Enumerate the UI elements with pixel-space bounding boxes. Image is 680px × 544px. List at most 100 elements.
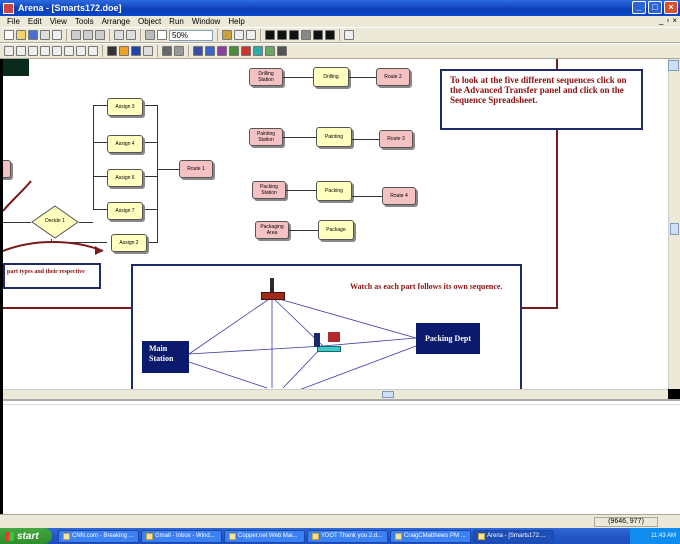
queue-icon[interactable] [193, 46, 203, 56]
doc-restore-icon[interactable]: ▫ [666, 16, 670, 25]
decide-module-shape[interactable] [31, 205, 79, 239]
menu-view[interactable]: View [49, 17, 67, 26]
spreadsheet-panel[interactable] [3, 399, 680, 514]
menu-tools[interactable]: Tools [74, 17, 94, 26]
model-canvas[interactable]: Decide 1 Assign 3 Assign 4 Assign 6 Assi… [3, 59, 668, 389]
text-color-icon[interactable] [131, 46, 141, 56]
station-module[interactable]: Packaging Area [255, 221, 289, 239]
horizontal-scrollbar[interactable] [3, 389, 668, 399]
process-module[interactable]: Painting [316, 127, 352, 147]
cut-icon[interactable] [71, 30, 81, 40]
process-module[interactable]: Packing [316, 181, 352, 201]
vertical-scroll-thumb[interactable] [670, 223, 679, 235]
line-style-icon[interactable] [174, 46, 184, 56]
route-module[interactable]: Route 2 [376, 68, 410, 86]
standard-toolbar: 50% [0, 27, 680, 43]
horizontal-scroll-thumb[interactable] [382, 391, 394, 398]
process-module[interactable]: Package [318, 220, 354, 240]
run-fast-forward-icon[interactable] [289, 30, 299, 40]
menu-run[interactable]: Run [169, 17, 184, 26]
window-background-icon[interactable] [143, 46, 153, 56]
taskbar-item[interactable]: Gmail - Inbox - Wind... [141, 529, 222, 543]
menu-file[interactable]: File [7, 17, 20, 26]
taskbar-item[interactable]: CraigCMatthews PM ... [390, 529, 471, 543]
vertical-scrollbar[interactable] [668, 59, 680, 389]
close-button[interactable]: × [664, 1, 678, 14]
route-module[interactable]: Route 4 [382, 187, 416, 205]
run-pause-icon[interactable] [301, 30, 311, 40]
assign-module[interactable]: Assign 2 [111, 234, 147, 252]
paste-icon[interactable] [95, 30, 105, 40]
copy-icon[interactable] [83, 30, 93, 40]
taskbar-item[interactable]: Copper.net Web Mai... [224, 529, 305, 543]
taskbar-item-active[interactable]: Arena - [Smarts172.... [473, 529, 554, 543]
zoom-icon[interactable] [157, 30, 167, 40]
polyline-icon[interactable] [16, 46, 26, 56]
pointer-icon[interactable] [234, 30, 244, 40]
window-title: Arena - [Smarts172.doe] [18, 3, 122, 13]
assign-module[interactable]: Assign 6 [107, 169, 143, 187]
variable-icon[interactable] [217, 46, 227, 56]
route-module[interactable]: Route 3 [379, 130, 413, 148]
browser-icon [229, 532, 236, 540]
arc-icon[interactable] [28, 46, 38, 56]
assign-module[interactable]: Assign 4 [107, 135, 143, 153]
station-module[interactable]: Drilling Station [249, 68, 283, 86]
resource-icon[interactable] [205, 46, 215, 56]
clock-icon[interactable] [229, 46, 239, 56]
station-module[interactable]: Packing Station [252, 181, 286, 199]
route-icon[interactable] [277, 46, 287, 56]
line-width-icon[interactable] [162, 46, 172, 56]
open-icon[interactable] [16, 30, 26, 40]
window-icon[interactable] [145, 30, 155, 40]
run-go-icon[interactable] [265, 30, 275, 40]
menu-edit[interactable]: Edit [27, 17, 42, 26]
line-icon[interactable] [4, 46, 14, 56]
menu-window[interactable]: Window [191, 17, 221, 26]
worker-icon [314, 333, 320, 347]
taskbar-item[interactable]: YDOT Thank you 2.d... [307, 529, 388, 543]
run-step-icon[interactable] [277, 30, 287, 40]
assign-module[interactable]: Assign 3 [107, 98, 143, 116]
help-pointer-icon[interactable] [344, 30, 354, 40]
maximize-button[interactable]: □ [648, 1, 662, 14]
undo-icon[interactable] [114, 30, 124, 40]
menu-object[interactable]: Object [138, 17, 162, 26]
redo-icon[interactable] [126, 30, 136, 40]
menu-arrange[interactable]: Arrange [101, 17, 131, 26]
station-icon[interactable] [265, 46, 275, 56]
doc-close-icon[interactable]: × [672, 16, 677, 25]
fill-color-icon[interactable] [119, 46, 129, 56]
menu-help[interactable]: Help [228, 17, 245, 26]
windows-flag-icon [5, 531, 14, 541]
print-preview-icon[interactable] [52, 30, 62, 40]
process-module[interactable]: Drilling [313, 67, 349, 87]
bezier-icon[interactable] [40, 46, 50, 56]
route-module[interactable]: Route 1 [179, 160, 213, 178]
station-module[interactable] [3, 160, 11, 178]
taskbar-item[interactable]: CNN.com - Breaking ... [58, 529, 139, 543]
minimize-button[interactable]: _ [632, 1, 646, 14]
arena-app-icon [3, 2, 14, 14]
new-icon[interactable] [4, 30, 14, 40]
line-color-icon[interactable] [107, 46, 117, 56]
main-station-box: Main Station [142, 341, 189, 373]
start-button[interactable]: start [0, 528, 52, 544]
scroll-up-icon[interactable] [668, 60, 679, 71]
zoom-select[interactable]: 50% [169, 29, 213, 41]
ellipse-icon[interactable] [76, 46, 86, 56]
run-end-icon[interactable] [325, 30, 335, 40]
save-icon[interactable] [28, 30, 38, 40]
layers-icon[interactable] [222, 30, 232, 40]
run-start-over-icon[interactable] [313, 30, 323, 40]
polygon-icon[interactable] [64, 46, 74, 56]
station-module[interactable]: Painting Station [249, 128, 283, 146]
box-icon[interactable] [52, 46, 62, 56]
connect-icon[interactable] [246, 30, 256, 40]
level-icon[interactable] [253, 46, 263, 56]
plot-icon[interactable] [241, 46, 251, 56]
assign-module[interactable]: Assign 7 [107, 202, 143, 220]
doc-minimize-icon[interactable]: _ [659, 16, 664, 25]
text-icon[interactable] [88, 46, 98, 56]
print-icon[interactable] [40, 30, 50, 40]
